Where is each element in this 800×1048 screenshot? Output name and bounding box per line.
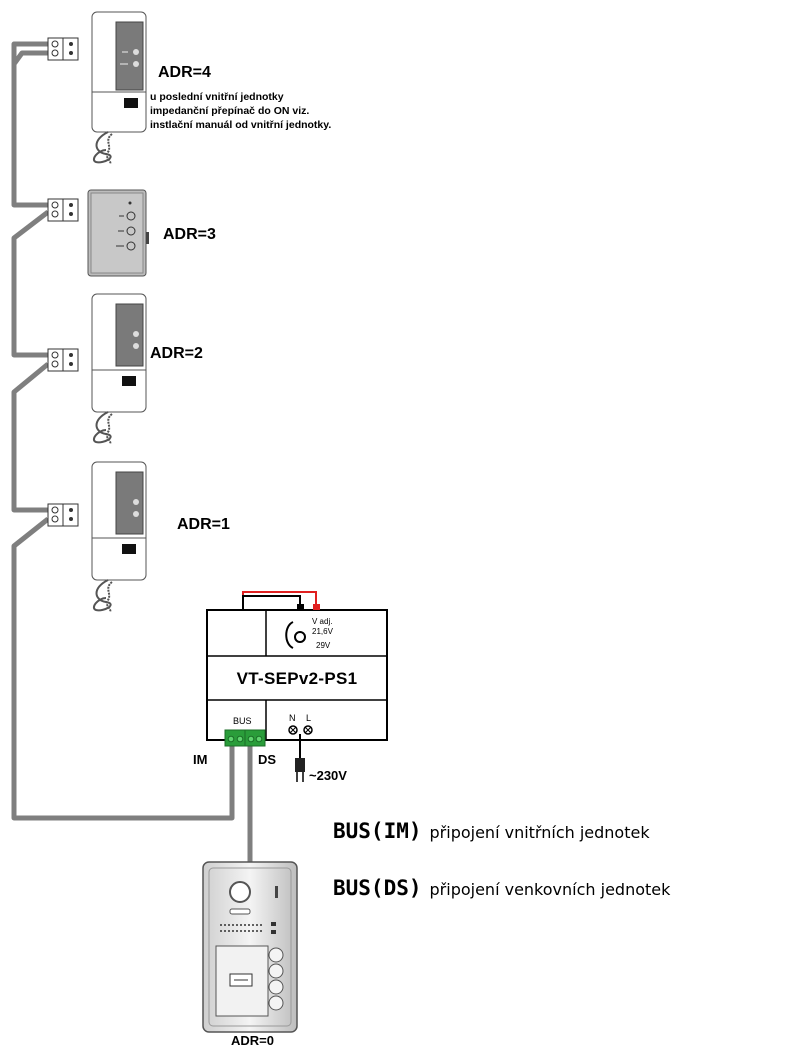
- v-adj-label: V adj.: [312, 617, 333, 626]
- legend-key-im: BUS(IM): [333, 819, 422, 843]
- mains-plug-icon: [295, 734, 305, 782]
- legend-desc-ds: připojení venkovních jednotek: [429, 880, 671, 899]
- note-line-2: impedanční přepínač do ON viz.: [150, 105, 310, 117]
- terminal-block-3: [47, 348, 79, 372]
- live-label: L: [306, 713, 312, 723]
- im-label: IM: [193, 752, 208, 767]
- bus-wiring: [11, 41, 253, 862]
- terminal-block-2: [47, 198, 79, 222]
- legend-key-ds: BUS(DS): [333, 876, 422, 900]
- voltage-1: 21,6V: [312, 627, 333, 636]
- indoor-handset-unit-1: [91, 11, 147, 165]
- ds-label: DS: [258, 752, 277, 767]
- outdoor-door-station: [202, 861, 298, 1033]
- unit-address-label-1: ADR=4: [158, 64, 211, 81]
- bus-label: BUS: [233, 716, 252, 726]
- impedance-note: u poslední vnitřní jednotky impedanční p…: [150, 90, 331, 132]
- indoor-handset-unit-3: [91, 461, 147, 613]
- note-line-3: instlační manuál od vnitřní jednotky.: [150, 119, 332, 131]
- indoor-handset-unit-2: [91, 293, 147, 445]
- indoor-box-unit: [87, 189, 149, 277]
- voltage-2: 29V: [316, 641, 331, 650]
- outdoor-address-label: ADR=0: [231, 1033, 274, 1048]
- note-line-1: u poslední vnitřní jednotky: [150, 91, 284, 103]
- power-supply: [206, 591, 388, 747]
- legend-item-ds: BUS(DS) připojení venkovních jednotek: [333, 876, 670, 900]
- terminal-block-4: [47, 503, 79, 527]
- unit-address-label-4: ADR=1: [177, 516, 230, 533]
- legend-desc-im: připojení vnitřních jednotek: [429, 823, 650, 842]
- terminal-block-1: [47, 37, 79, 61]
- unit-address-label-2: ADR=3: [163, 226, 216, 243]
- legend-item-im: BUS(IM) připojení vnitřních jednotek: [333, 819, 650, 843]
- unit-address-label-3: ADR=2: [150, 345, 203, 362]
- mains-voltage-label: ~230V: [309, 768, 347, 783]
- neutral-label: N: [289, 713, 296, 723]
- power-supply-name: VT-SEPv2-PS1: [236, 669, 358, 688]
